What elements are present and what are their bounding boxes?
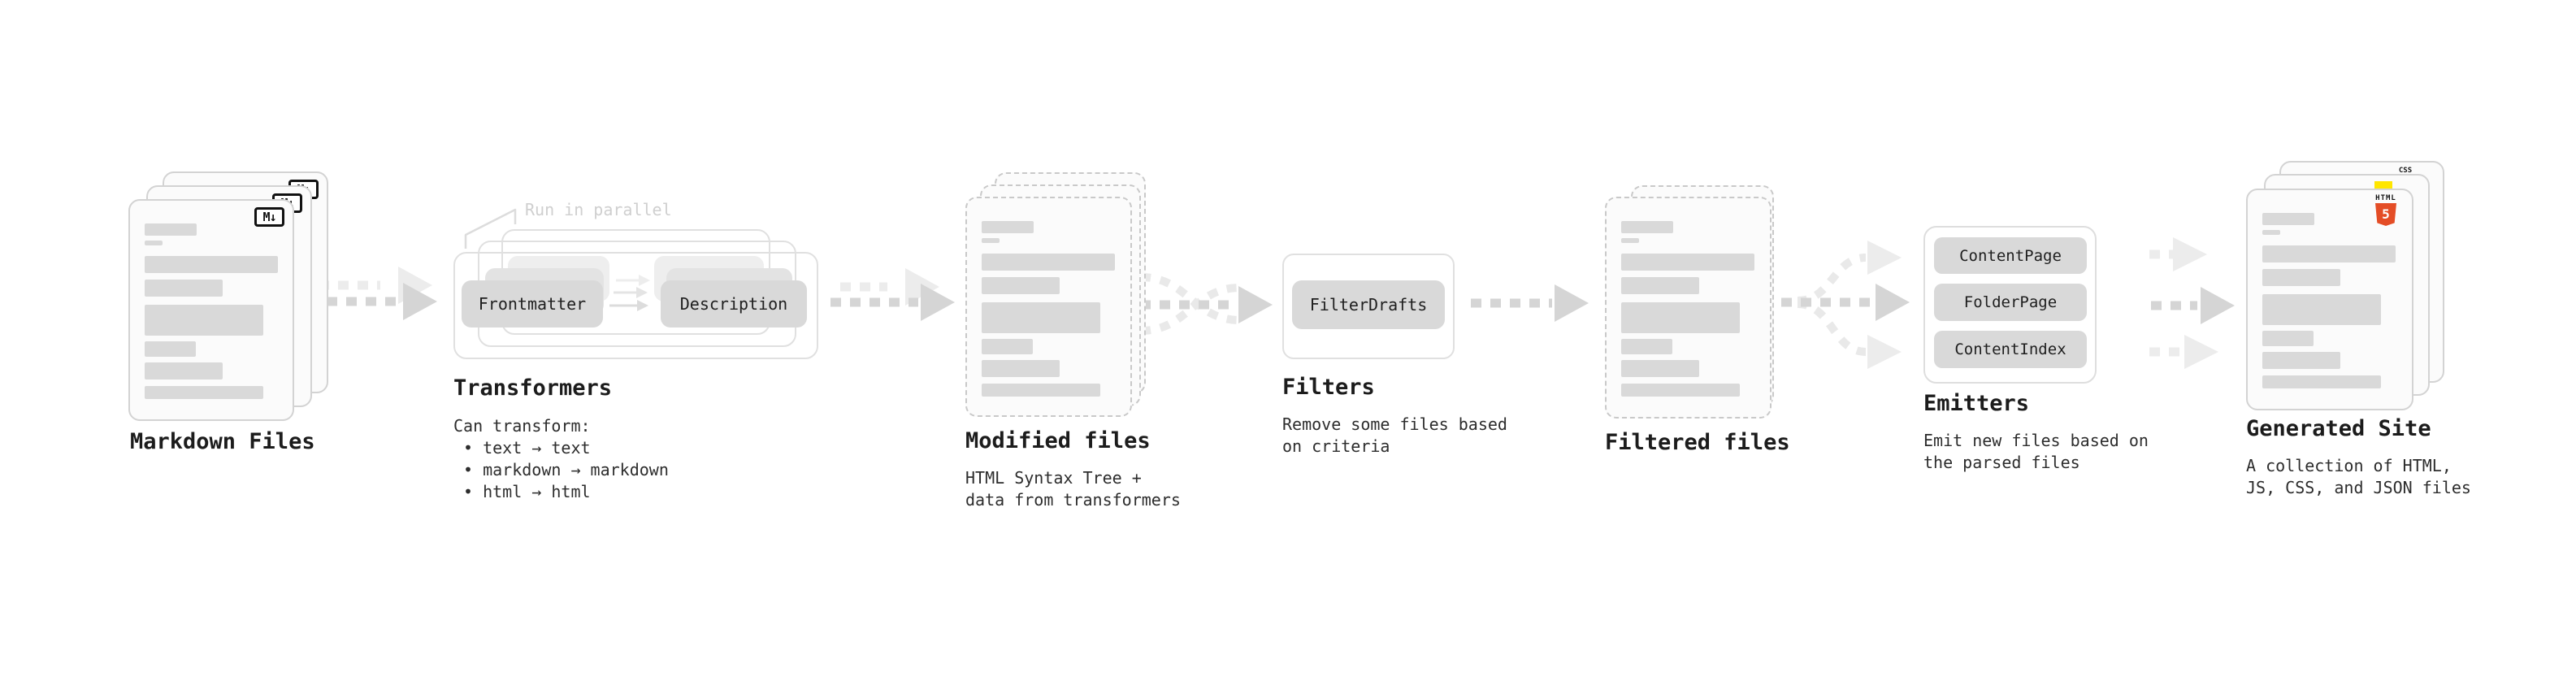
text-line-placeholder — [982, 238, 1000, 243]
description-line: JS, CSS, and JSON files — [2246, 478, 2471, 497]
frontmatter-chip: Frontmatter — [462, 280, 603, 327]
text-line-placeholder — [1621, 254, 1754, 271]
transformers-description: Can transform: text → text markdown → ma… — [453, 415, 669, 503]
run-in-parallel-note: Run in parallel — [525, 200, 672, 219]
stage-label-markdown-files: Markdown Files — [130, 429, 315, 454]
arrow-markdown-to-transformers — [307, 267, 437, 320]
stage-label-transformers: Transformers — [453, 375, 613, 401]
text-line-placeholder — [1621, 384, 1740, 397]
description-line: Emit new files based on — [1923, 431, 2149, 450]
text-line-placeholder — [145, 241, 163, 245]
text-line-placeholder — [2262, 294, 2381, 325]
arrow-filters-to-filtered — [1471, 284, 1589, 322]
description-line: Remove some files based — [1282, 414, 1507, 434]
text-line-placeholder — [145, 386, 263, 399]
arrow-filtered-to-emitters — [1781, 241, 1910, 369]
text-line-placeholder — [982, 360, 1060, 377]
text-line-placeholder — [1621, 277, 1699, 294]
markdown-icon: M↓ — [254, 207, 284, 227]
contentindex-chip: ContentIndex — [1934, 331, 2087, 368]
text-line-placeholder — [982, 339, 1033, 354]
stage-label-emitters: Emitters — [1923, 391, 2030, 416]
description-line: the parsed files — [1923, 453, 2080, 472]
emitters-description: Emit new files based on the parsed files — [1923, 430, 2149, 474]
text-line-placeholder — [2262, 230, 2280, 235]
text-line-placeholder — [145, 305, 263, 336]
folderpage-chip: FolderPage — [1934, 284, 2087, 321]
text-line-placeholder — [2262, 269, 2340, 286]
css-icon-label: CSS — [2398, 167, 2413, 175]
text-line-placeholder — [2262, 331, 2314, 346]
modified-files-description: HTML Syntax Tree + data from transformer… — [965, 467, 1181, 511]
description-line: data from transformers — [965, 490, 1181, 510]
transformer-box-front — [453, 252, 818, 359]
stage-label-generated-site: Generated Site — [2246, 416, 2431, 441]
stage-label-filtered-files: Filtered files — [1605, 430, 1790, 455]
description-bullet: html → html — [453, 481, 669, 503]
arrow-emitters-to-generated — [2149, 237, 2235, 369]
modified-document-front — [965, 197, 1132, 417]
run-in-parallel-leader-line — [464, 208, 517, 249]
filterdrafts-chip: FilterDrafts — [1292, 280, 1445, 329]
html5-icon-shield: 5 — [2375, 203, 2396, 226]
markdown-document-front: M↓ — [128, 199, 294, 421]
text-line-placeholder — [2262, 245, 2396, 262]
generated-site-description: A collection of HTML, JS, CSS, and JSON … — [2246, 455, 2471, 499]
text-line-placeholder — [982, 384, 1100, 397]
filtered-document-front — [1605, 197, 1772, 419]
text-line-placeholder — [1621, 360, 1699, 377]
text-line-placeholder — [2262, 352, 2340, 369]
text-line-placeholder — [145, 223, 197, 236]
text-line-placeholder — [1621, 221, 1673, 233]
text-line-placeholder — [2262, 375, 2381, 388]
transformer-parallel-arrows — [609, 275, 650, 311]
text-line-placeholder — [145, 362, 223, 380]
text-line-placeholder — [1621, 339, 1672, 354]
arrow-transformers-to-modified — [830, 268, 955, 321]
stage-label-filters: Filters — [1282, 375, 1375, 400]
html5-icon: HTML 5 — [2370, 194, 2402, 226]
generated-document-html: HTML 5 — [2246, 189, 2413, 410]
text-line-placeholder — [982, 221, 1034, 233]
text-line-placeholder — [1621, 238, 1639, 243]
description-line: on criteria — [1282, 436, 1390, 456]
text-line-placeholder — [982, 254, 1115, 271]
description-line: HTML Syntax Tree + — [965, 468, 1142, 488]
filters-box — [1282, 254, 1455, 359]
text-line-placeholder — [145, 256, 278, 273]
text-line-placeholder — [982, 302, 1100, 333]
text-line-placeholder — [2262, 213, 2314, 225]
description-bullet: text → text — [453, 437, 669, 459]
text-line-placeholder — [145, 280, 223, 297]
description-line: A collection of HTML, — [2246, 456, 2452, 475]
text-line-placeholder — [1621, 302, 1740, 333]
html5-icon-label: HTML — [2375, 194, 2396, 202]
description-chip: Description — [661, 280, 807, 327]
description-bullet: markdown → markdown — [453, 459, 669, 481]
stage-label-modified-files: Modified files — [965, 428, 1151, 453]
text-line-placeholder — [145, 341, 196, 357]
text-line-placeholder — [982, 277, 1060, 294]
filters-description: Remove some files based on criteria — [1282, 414, 1507, 458]
description-line: Can transform: — [453, 416, 591, 436]
contentpage-chip: ContentPage — [1934, 237, 2087, 274]
arrow-modified-to-filters — [1140, 273, 1273, 335]
